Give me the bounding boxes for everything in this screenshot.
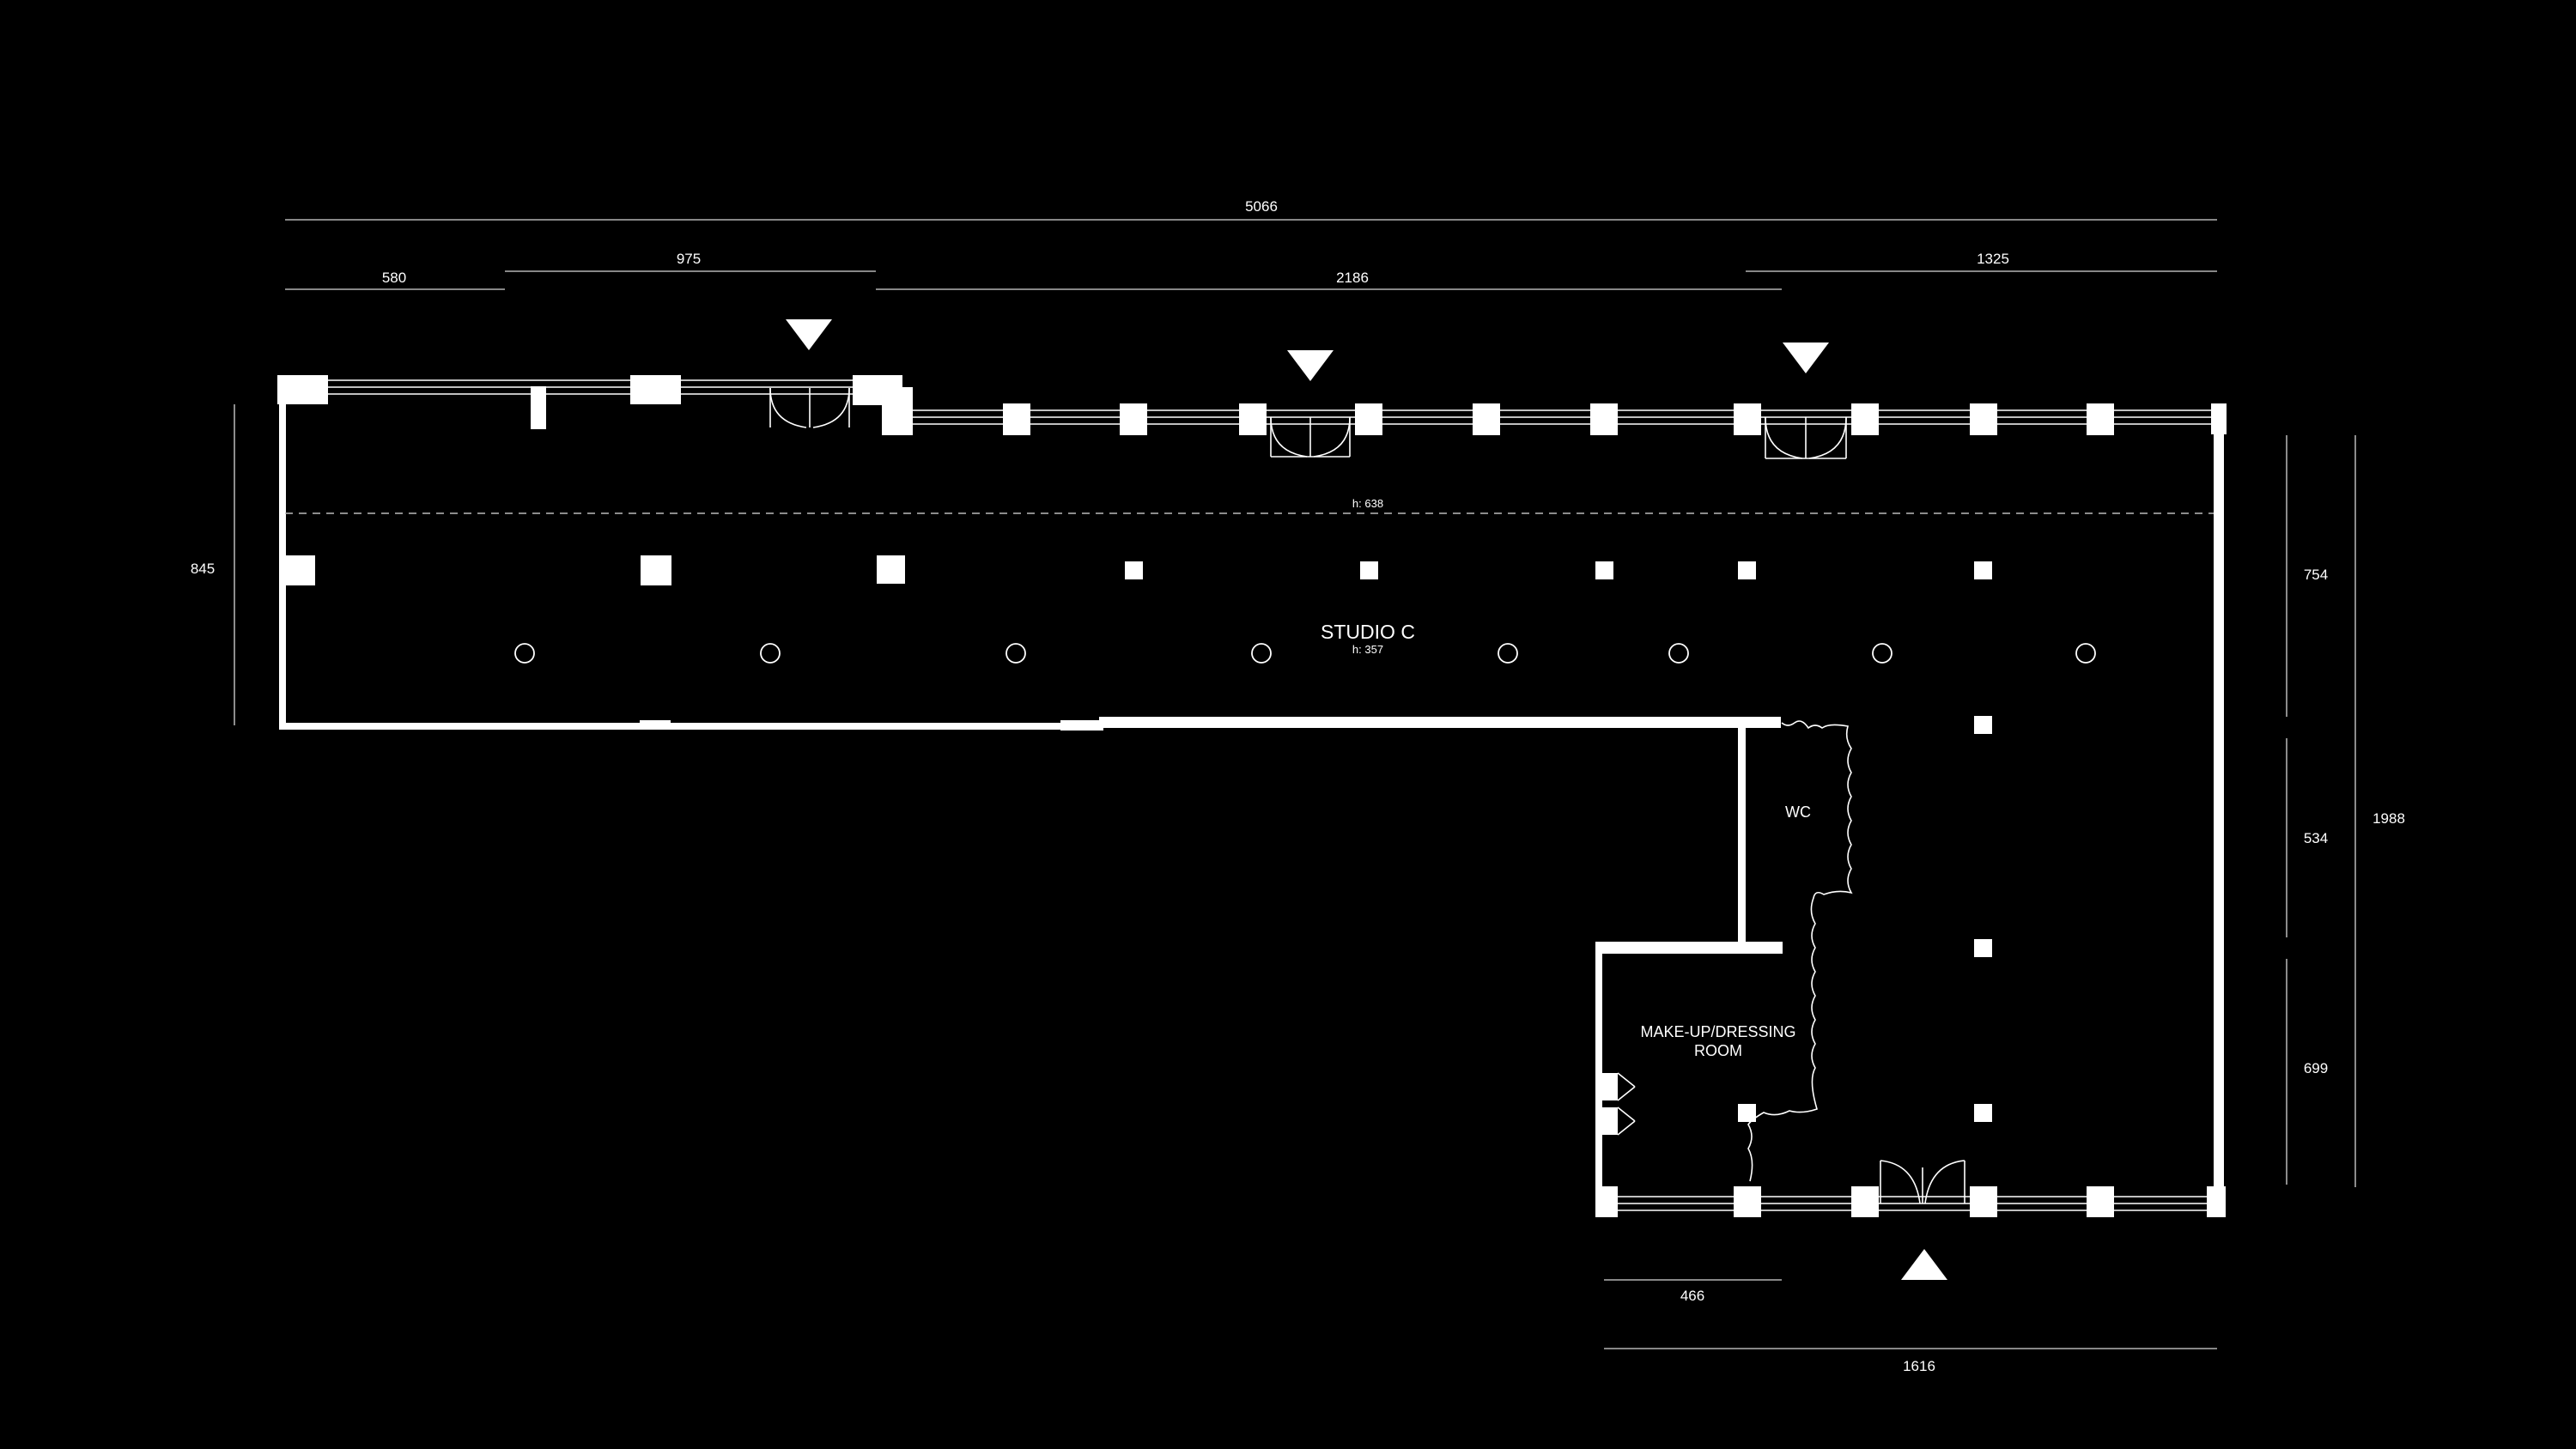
dim-1988: 1988 xyxy=(2372,810,2405,827)
studio-name: STUDIO C xyxy=(1321,621,1415,643)
triangle-arrow-icon xyxy=(786,319,832,350)
bottom-facade xyxy=(1595,1160,2226,1217)
dim-699: 699 xyxy=(2304,1060,2328,1076)
dim-1616: 1616 xyxy=(1903,1358,1935,1374)
top-doors xyxy=(769,387,1847,459)
outer-walls xyxy=(279,375,2227,1217)
dim-754: 754 xyxy=(2304,567,2328,583)
dim-total-width: 5066 xyxy=(1245,198,1278,215)
round-columns xyxy=(514,643,2096,664)
triangle-arrow-icon xyxy=(1783,343,1829,373)
triangle-arrow-icon xyxy=(1287,350,1334,381)
dim-466: 466 xyxy=(1680,1288,1704,1304)
wc-label: WC xyxy=(1785,803,1811,821)
dim-left-height: 845 xyxy=(191,561,215,577)
ceiling-height-label: h: 638 xyxy=(1352,497,1383,510)
top-facade xyxy=(277,375,2214,435)
dim-534: 534 xyxy=(2304,830,2328,846)
dim-975: 975 xyxy=(677,251,701,267)
dim-580: 580 xyxy=(382,270,406,286)
interior-columns xyxy=(284,555,1992,1122)
dim-1325: 1325 xyxy=(1977,251,2009,267)
dressing-room-doors xyxy=(1595,1072,1636,1136)
studio-height: h: 357 xyxy=(1352,643,1383,656)
entrance-arrows xyxy=(786,319,1947,1280)
dressing-room-label-line2: ROOM xyxy=(1694,1042,1742,1059)
triangle-arrow-icon xyxy=(1901,1249,1947,1280)
dimension-lines xyxy=(234,219,2356,1349)
dressing-room-label-line1: MAKE-UP/DRESSING xyxy=(1640,1023,1795,1040)
curtain xyxy=(1747,720,1853,1182)
dim-2186: 2186 xyxy=(1336,270,1369,286)
